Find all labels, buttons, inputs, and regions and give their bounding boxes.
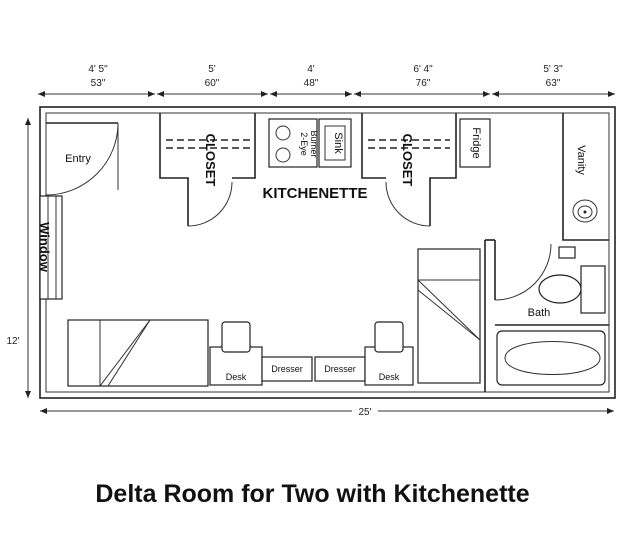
burner-label-1: 2-Eye (299, 132, 309, 156)
dim-3-ft: 4' (307, 64, 315, 75)
plan-title: Delta Room for Two with Kitchenette (95, 480, 530, 508)
desk-right-label: Desk (379, 372, 400, 382)
entry-door: Entry (45, 122, 119, 196)
closet-right: CLOSET (361, 113, 457, 227)
toilet-bowl (538, 274, 582, 304)
desk-left: Desk (209, 321, 263, 386)
toilet-tank (580, 265, 606, 314)
dresser-right: Dresser (314, 356, 366, 382)
closet-left: CLOSET (159, 113, 256, 227)
burner-top (275, 125, 291, 141)
desk-left-chair (221, 321, 251, 353)
bathtub (496, 330, 606, 386)
bathroom: Bath (484, 239, 609, 392)
desk-right: Desk (364, 321, 414, 386)
entry-label: Entry (65, 153, 91, 165)
left-dimension-line: 12' (2, 118, 31, 398)
sink-label: Sink (332, 132, 344, 154)
dim-5-ft: 5' 3" (543, 64, 563, 75)
dim-4-in: 76" (416, 78, 431, 89)
window: Window (37, 195, 63, 300)
closet-right-label: CLOSET (400, 134, 415, 187)
bottom-dimension-line: 25' (40, 404, 614, 418)
height-dimension: 12' (6, 336, 19, 347)
bath-label: Bath (528, 307, 551, 319)
fridge-label: Fridge (470, 127, 482, 158)
vanity-label: Vanity (575, 145, 587, 175)
dim-2-ft: 5' (208, 64, 216, 75)
dim-5-in: 63" (546, 78, 561, 89)
dim-4-ft: 6' 4" (413, 64, 433, 75)
width-dimension: 25' (358, 407, 371, 418)
dresser-left: Dresser (261, 356, 313, 382)
dim-1-in: 53" (91, 78, 106, 89)
kitchenette-label: KITCHENETTE (263, 185, 368, 202)
dim-2-in: 60" (205, 78, 220, 89)
burner-bottom (275, 147, 291, 163)
burner-label-2: Burner (309, 130, 319, 157)
vanity: Vanity (562, 113, 609, 241)
bed-left (67, 319, 209, 387)
desk-right-chair (374, 321, 404, 353)
closet-left-label: CLOSET (203, 134, 218, 187)
dresser-right-label: Dresser (324, 364, 356, 374)
stove: 2-Eye Burner (268, 118, 319, 168)
window-label: Window (37, 222, 52, 273)
bed-right (417, 248, 481, 384)
dresser-left-label: Dresser (271, 364, 303, 374)
vanity-basin (572, 199, 598, 223)
dim-1-ft: 4' 5" (88, 64, 108, 75)
fridge: Fridge (459, 118, 491, 168)
top-dimension-line: 4' 5" 53" 5' 60" 4' 48" 6' 4" 76" 5' 3" … (38, 64, 615, 97)
dim-3-in: 48" (304, 78, 319, 89)
sink: Sink (318, 118, 352, 168)
desk-left-label: Desk (226, 372, 247, 382)
